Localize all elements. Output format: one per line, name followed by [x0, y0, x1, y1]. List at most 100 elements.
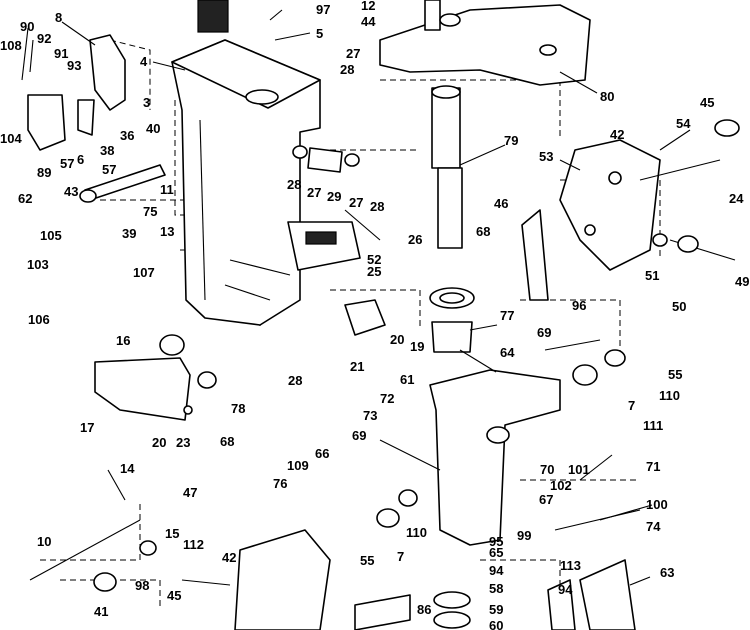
cup-21 [344, 299, 386, 336]
callout-label: 52 [367, 252, 381, 267]
callout-label: 64 [500, 345, 515, 360]
rods [29, 159, 736, 586]
callout-label: 58 [489, 581, 503, 596]
callout-label: 8 [55, 10, 62, 25]
callout-label: 43 [64, 184, 78, 199]
callout-label: 57 [60, 156, 74, 171]
callout-label: 90 [20, 19, 34, 34]
callout-label: 3 [143, 95, 150, 110]
callout-label: 75 [143, 204, 157, 219]
callout-label: 7 [628, 398, 635, 413]
callout-label: 45 [700, 95, 714, 110]
callout-label: 4 [140, 54, 148, 69]
callout-label: 63 [660, 565, 674, 580]
callout-label: 89 [37, 165, 51, 180]
callout-label: 47 [183, 485, 197, 500]
callout-label: 17 [80, 420, 94, 435]
callout-label: 40 [146, 121, 160, 136]
swivel-top-plate [379, 0, 591, 86]
callout-label: 106 [28, 312, 50, 327]
bracket-25 [287, 221, 361, 271]
callout-label: 55 [360, 553, 374, 568]
callout-label: 80 [600, 89, 614, 104]
callout-label: 59 [489, 602, 503, 617]
callout-label: 69 [537, 325, 551, 340]
callout-label: 50 [672, 299, 686, 314]
callout-label: 71 [646, 459, 660, 474]
callout-label: 93 [67, 58, 81, 73]
callout-label: 97 [316, 2, 330, 17]
callout-label: 23 [176, 435, 190, 450]
callout-label: 36 [120, 128, 134, 143]
callout-label: 66 [315, 446, 329, 461]
bushings [429, 287, 475, 353]
assembly-guides [40, 39, 661, 620]
callout-label: 29 [327, 189, 341, 204]
callout-label: 86 [417, 602, 431, 617]
callout-label: 49 [735, 274, 749, 289]
stern-bracket-far-right [547, 559, 636, 630]
stern-bracket-left [234, 529, 411, 630]
callout-label: 28 [340, 62, 354, 77]
callout-label: 60 [489, 618, 503, 630]
callout-label: 104 [0, 131, 22, 146]
callout-label: 91 [54, 46, 68, 61]
callout-label: 39 [122, 226, 136, 241]
callout-label: 65 [489, 545, 503, 560]
callout-label: 77 [500, 308, 514, 323]
callout-label: 76 [273, 476, 287, 491]
callout-label: 94 [558, 582, 573, 597]
stern-bracket-right [559, 139, 661, 271]
callout-label: 16 [116, 333, 130, 348]
callout-label: 79 [504, 133, 518, 148]
callout-label: 78 [231, 401, 245, 416]
throttle-lever [27, 34, 126, 151]
callout-label: 42 [222, 550, 236, 565]
callout-label: 46 [494, 196, 508, 211]
callout-label: 102 [550, 478, 572, 493]
shaft-39 [79, 164, 166, 203]
callout-label: 19 [410, 339, 424, 354]
callout-label: 5 [316, 26, 323, 41]
callout-label: 53 [539, 149, 553, 164]
bracket-46 [521, 209, 549, 301]
callout-label: 21 [350, 359, 364, 374]
callout-label: 62 [18, 191, 32, 206]
callout-label: 73 [363, 408, 377, 423]
callout-label: 68 [476, 224, 490, 239]
callout-label: 72 [380, 391, 394, 406]
callout-label: 107 [133, 265, 155, 280]
callout-label: 68 [220, 434, 234, 449]
callout-label: 42 [610, 127, 624, 142]
callout-label: 11 [160, 182, 174, 197]
callout-label: 96 [572, 298, 586, 313]
callout-label: 99 [517, 528, 531, 543]
callout-label: 110 [406, 525, 427, 540]
callout-label: 105 [40, 228, 62, 243]
callout-label: 14 [120, 461, 135, 476]
callout-label: 6 [77, 152, 84, 167]
callout-label: 26 [408, 232, 422, 247]
callout-label: 95 [489, 534, 503, 549]
exhaust-housing [171, 39, 321, 326]
callout-label: 20 [152, 435, 166, 450]
callout-label: 111 [643, 418, 663, 433]
callout-label: 20 [390, 332, 404, 347]
callout-label: 113 [560, 558, 581, 573]
callout-label: 109 [287, 458, 309, 473]
callout-label: 112 [183, 537, 204, 552]
callout-label: 45 [167, 588, 181, 603]
callout-label: 38 [100, 143, 114, 158]
callout-label: 28 [288, 373, 302, 388]
callout-label: 69 [352, 428, 366, 443]
callout-label: 94 [489, 563, 504, 578]
callout-label: 13 [160, 224, 174, 239]
callout-label: 67 [539, 492, 553, 507]
callout-label: 7 [397, 549, 404, 564]
callout-label: 41 [94, 604, 108, 619]
callout-label: 70 [540, 462, 554, 477]
leader-lines [21, 9, 691, 586]
callout-label: 27 [349, 195, 363, 210]
